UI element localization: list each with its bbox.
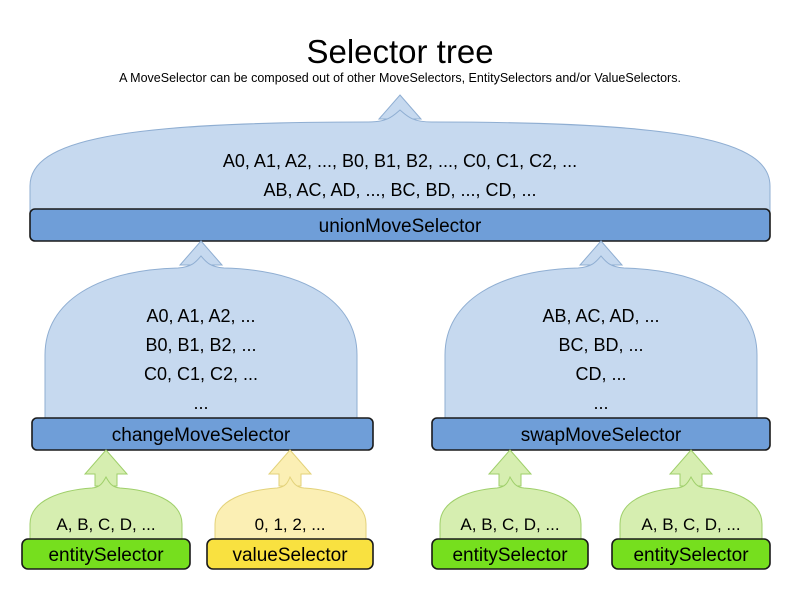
union-move-selector-line-2: AB, AC, AD, ..., BC, BD, ..., CD, ...	[263, 180, 536, 200]
entity-selector-1-dome	[29, 476, 183, 543]
entity-selector-3-line-1: A, B, C, D, ...	[641, 515, 740, 534]
swap-move-selector-bar[interactable]	[431, 417, 771, 451]
value-selector-1-bar[interactable]	[206, 538, 374, 570]
entity-selector-2-dome	[439, 475, 582, 543]
swap-move-selector-line-1: AB, AC, AD, ...	[542, 306, 659, 326]
entity-selector-1-line-1: A, B, C, D, ...	[56, 515, 155, 534]
change-move-selector-dome	[44, 255, 358, 423]
diagram-subtitle: A MoveSelector can be composed out of ot…	[119, 71, 681, 85]
change-move-selector-line-3: C0, C1, C2, ...	[144, 364, 258, 384]
swap-move-selector-line-2: BC, BD, ...	[558, 335, 643, 355]
value-selector-1-line-1: 0, 1, 2, ...	[255, 515, 326, 534]
entity-selector-1-label: entitySelector	[48, 545, 164, 566]
swap-move-selector-label: swapMoveSelector	[521, 425, 682, 446]
change-move-selector-line-2: B0, B1, B2, ...	[145, 335, 256, 355]
entity-selector-1-bar[interactable]	[21, 538, 191, 570]
swap-move-selector-line-4: ...	[593, 393, 608, 413]
change-move-selector-label: changeMoveSelector	[112, 425, 291, 446]
union-move-selector-dome	[29, 109, 771, 213]
value-selector-1-dome	[214, 475, 367, 543]
swap-move-selector-line-3: CD, ...	[575, 364, 626, 384]
swap-move-selector-dome	[444, 255, 758, 423]
entity-selector-2-label: entitySelector	[452, 545, 568, 566]
union-move-selector-bar[interactable]	[29, 208, 771, 242]
entity-selector-2-bar[interactable]	[431, 538, 589, 570]
change-move-selector-bar[interactable]	[31, 417, 374, 451]
entity-selector-2-line-1: A, B, C, D, ...	[460, 515, 559, 534]
entity-selector-3-bar[interactable]	[611, 538, 771, 570]
change-move-selector-line-1: A0, A1, A2, ...	[146, 306, 255, 326]
change-move-selector-line-4: ...	[193, 393, 208, 413]
entity-selector-3-dome	[619, 476, 763, 543]
union-move-selector-line-1: A0, A1, A2, ..., B0, B1, B2, ..., C0, C1…	[223, 151, 577, 171]
diagram-title: Selector tree	[306, 33, 493, 70]
entity-selector-3-label: entitySelector	[633, 545, 749, 566]
value-selector-1-label: valueSelector	[232, 545, 348, 566]
union-move-selector-label: unionMoveSelector	[319, 216, 482, 237]
